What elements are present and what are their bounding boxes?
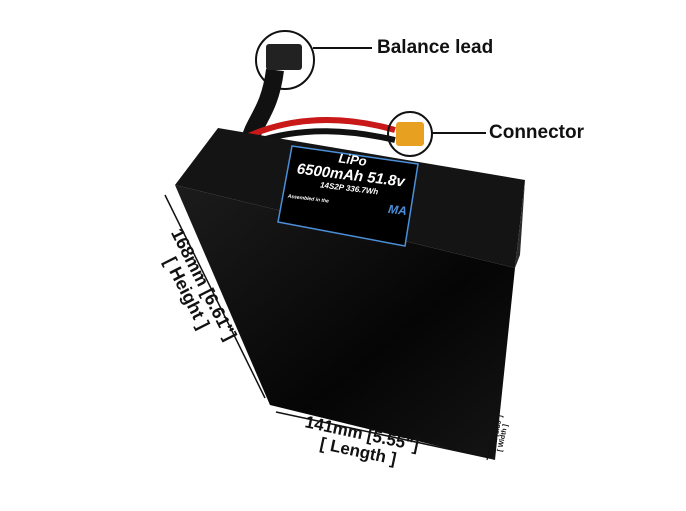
label-panel bbox=[277, 145, 419, 247]
xt-connector bbox=[396, 122, 424, 146]
height-dimension-line bbox=[164, 194, 266, 399]
balance-lead-circle bbox=[255, 30, 315, 90]
label-assembled: Assembled in the bbox=[287, 193, 330, 205]
length-dimension-line bbox=[275, 411, 491, 459]
red-wire bbox=[238, 117, 396, 143]
connector-callout: Connector bbox=[489, 122, 584, 143]
balance-plug bbox=[266, 44, 302, 70]
width-dimension-line bbox=[486, 421, 496, 461]
brand-logo: MA bbox=[387, 201, 408, 219]
balance-lead-callout: Balance lead bbox=[377, 37, 494, 58]
battery-front-face bbox=[175, 185, 515, 460]
